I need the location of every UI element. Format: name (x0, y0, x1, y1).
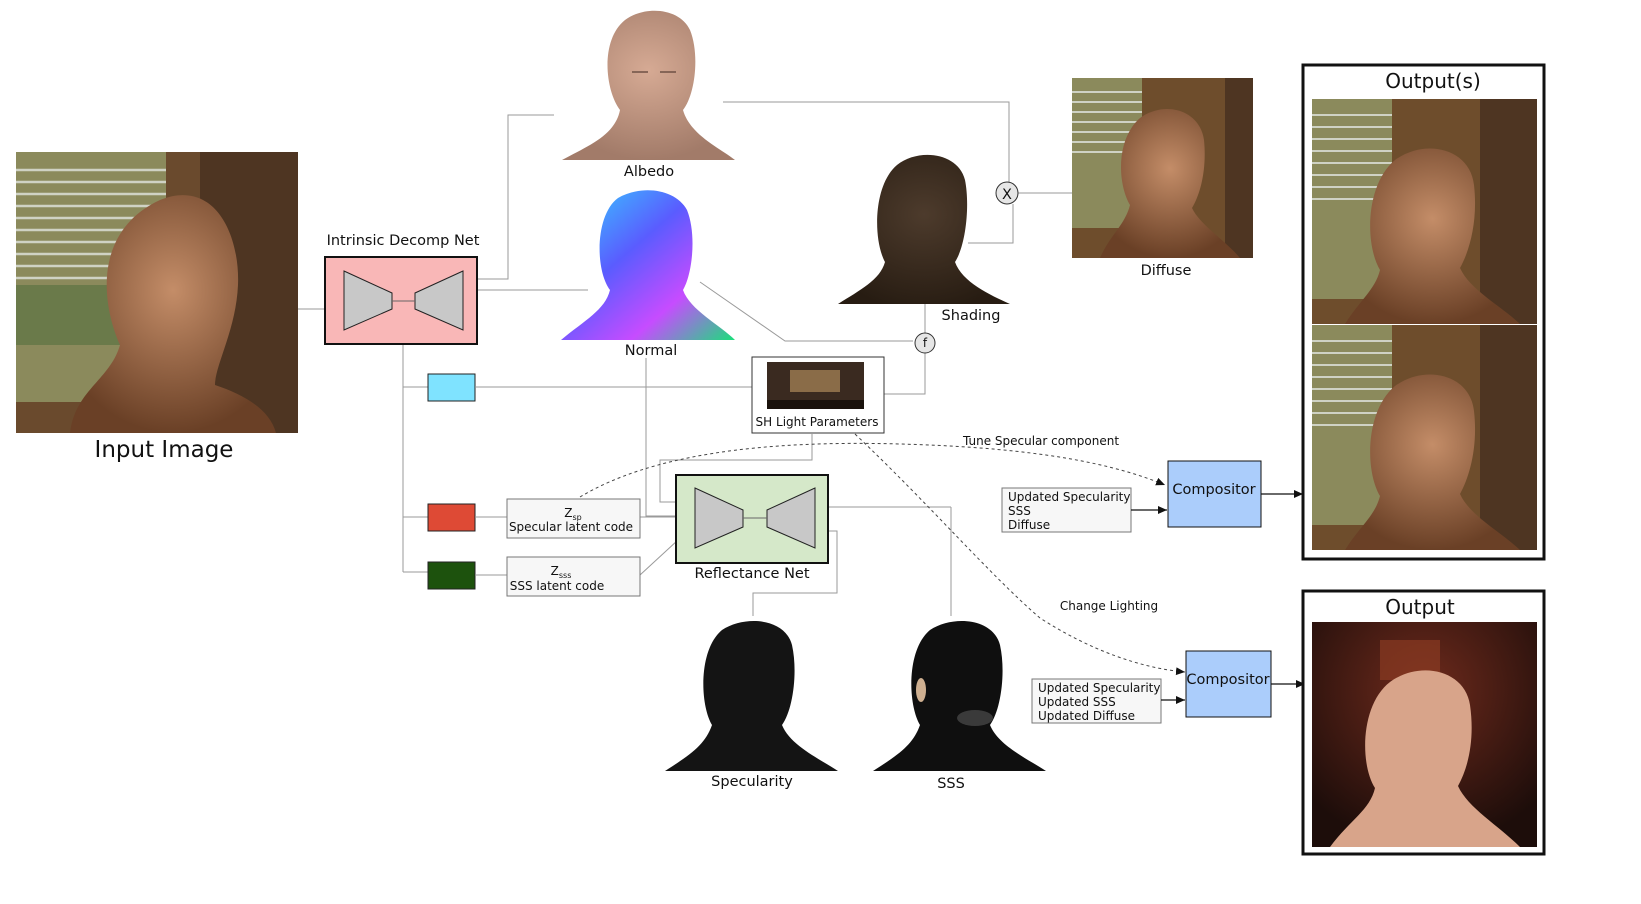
output-title: Output (1385, 595, 1455, 619)
decomp-net-label: Intrinsic Decomp Net (327, 233, 480, 249)
multiply-operator: X (995, 181, 1019, 205)
f-operator: f (914, 332, 936, 354)
specularity-label: Specularity (711, 774, 793, 790)
outputs-panel: Output(s) (1301, 63, 1546, 561)
f-symbol: f (923, 336, 928, 350)
sss-head (873, 621, 1046, 771)
diffuse-image (1072, 78, 1253, 258)
sss-code-symbol: Z (551, 564, 559, 578)
top-input-2: SSS (1008, 504, 1031, 518)
change-lighting-annotation: Change Lighting (1060, 599, 1158, 613)
specular-code-block (427, 503, 476, 532)
top-compositor-inputs: Updated Specularity SSS Diffuse (1001, 487, 1132, 533)
bottom-compositor-inputs: Updated Specularity Updated SSS Updated … (1031, 678, 1162, 724)
specular-code-label: Specular latent code (509, 520, 633, 534)
specular-latent-box: Zsp Specular latent code (506, 498, 641, 539)
reflectance-net-block (675, 474, 829, 564)
svg-text:Zsss: Zsss (551, 564, 572, 580)
sh-light-box (751, 356, 885, 434)
top-input-3: Diffuse (1008, 518, 1050, 532)
output-image-2 (1312, 325, 1537, 550)
reflectance-net-label: Reflectance Net (694, 566, 809, 582)
specular-code-symbol: Z (564, 506, 572, 520)
top-compositor: Compositor (1167, 460, 1262, 528)
sss-code-subscript: sss (559, 571, 572, 580)
diffuse-label: Diffuse (1141, 263, 1192, 279)
decomp-net-block (324, 256, 478, 345)
bottom-input-1: Updated Specularity (1038, 681, 1160, 695)
multiply-symbol: X (1002, 187, 1012, 203)
bottom-compositor-label: Compositor (1186, 672, 1269, 688)
input-image-label: Input Image (95, 437, 234, 463)
bottom-input-3: Updated Diffuse (1038, 709, 1135, 723)
sss-latent-box: Zsss SSS latent code (506, 556, 641, 597)
normal-label: Normal (625, 343, 677, 359)
tune-specular-annotation: Tune Specular component (962, 434, 1119, 448)
albedo-label: Albedo (624, 164, 674, 180)
light-code-block (427, 373, 476, 402)
top-compositor-label: Compositor (1172, 482, 1255, 498)
sss-label: SSS (937, 776, 965, 792)
connection-wires (298, 101, 1072, 616)
output-panel: Output (1301, 589, 1546, 856)
input-image (16, 152, 298, 433)
bottom-input-2: Updated SSS (1038, 695, 1116, 709)
top-input-1: Updated Specularity (1008, 490, 1130, 504)
sss-code-block (427, 561, 476, 590)
bottom-compositor: Compositor (1185, 650, 1272, 718)
albedo-head (562, 10, 735, 161)
svg-text:Zsp: Zsp (564, 506, 581, 522)
shading-head (838, 154, 1010, 304)
control-curves (579, 433, 1186, 676)
specular-code-subscript: sp (572, 513, 581, 522)
outputs-title: Output(s) (1385, 69, 1481, 93)
sh-light-label: SH Light Parameters (756, 415, 879, 429)
specularity-head (665, 621, 838, 771)
sss-code-label: SSS latent code (510, 579, 605, 593)
normal-head (561, 190, 735, 340)
shading-label: Shading (942, 308, 1001, 324)
output-image-1 (1312, 99, 1537, 324)
output-image-relit (1312, 622, 1537, 847)
